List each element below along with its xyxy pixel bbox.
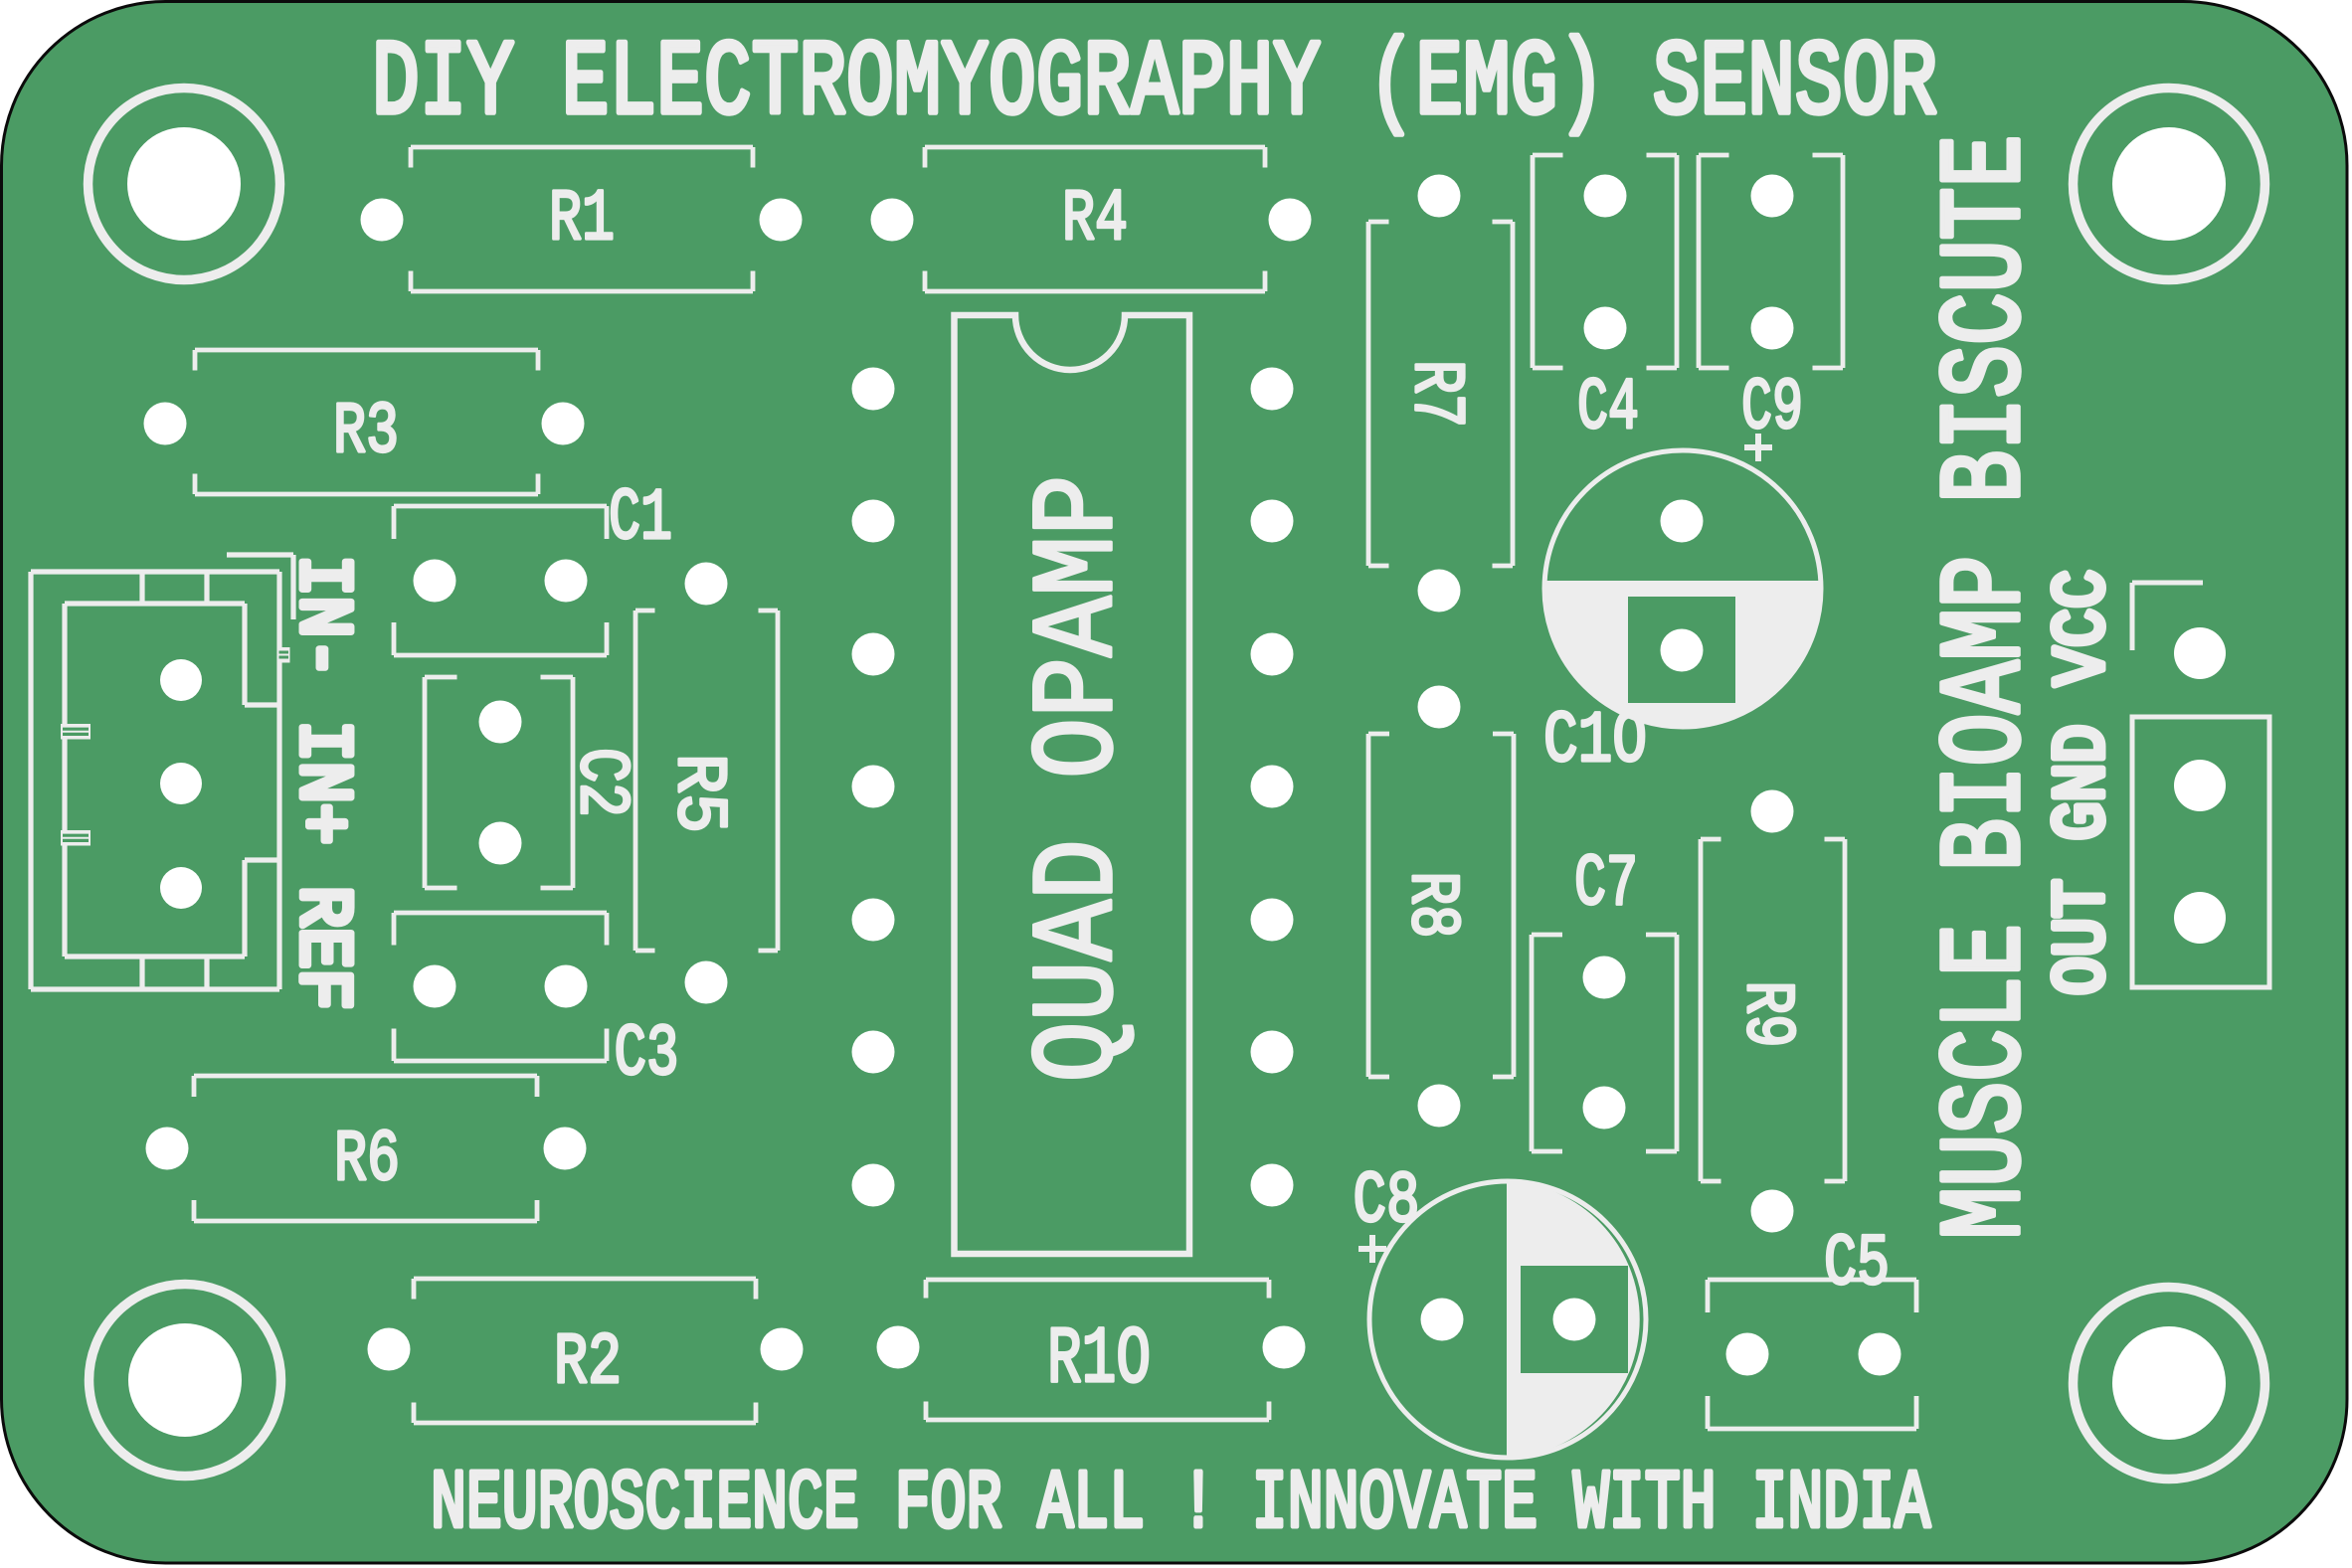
svg-text:C3: C3: [615, 1013, 679, 1096]
svg-text:C7: C7: [1574, 843, 1638, 926]
svg-text:R7: R7: [1394, 360, 1477, 428]
svg-text:C9: C9: [1741, 367, 1803, 449]
svg-text:R9: R9: [1727, 981, 1806, 1048]
svg-text:C4: C4: [1577, 367, 1639, 449]
svg-text:R1O: R1O: [1047, 1315, 1151, 1406]
svg-text:QUAD OPAMP: QUAD OPAMP: [1015, 475, 1147, 1083]
svg-text:C1: C1: [609, 477, 672, 560]
svg-text:IN- IN+ REF: IN- IN+ REF: [279, 555, 363, 1010]
svg-text:OUT GND VCC: OUT GND VCC: [2042, 570, 2124, 995]
svg-text:R3: R3: [333, 391, 399, 473]
svg-text:MUSCLE BIOAMP BISCUTE: MUSCLE BIOAMP BISCUTE: [1922, 135, 2053, 1240]
svg-text:R6: R6: [334, 1119, 400, 1201]
svg-text:R1: R1: [549, 178, 615, 261]
svg-text:R5: R5: [657, 754, 737, 833]
svg-text:DIY ELECTROMYOGRAPHY (EMG) SEN: DIY ELECTROMYOGRAPHY (EMG) SENSOR: [372, 25, 1937, 144]
svg-text:R4: R4: [1062, 178, 1128, 261]
svg-text:R8: R8: [1392, 872, 1471, 939]
svg-text:C5: C5: [1824, 1223, 1890, 1306]
svg-text:NEUROSCIENCE FOR ALL ! INNOVAT: NEUROSCIENCE FOR ALL ! INNOVATE WITH IND…: [431, 1458, 1931, 1552]
svg-text:C1O: C1O: [1543, 700, 1647, 783]
svg-text:R2: R2: [554, 1321, 622, 1404]
svg-text:C8: C8: [1354, 1160, 1420, 1243]
svg-text:C2: C2: [560, 748, 639, 817]
